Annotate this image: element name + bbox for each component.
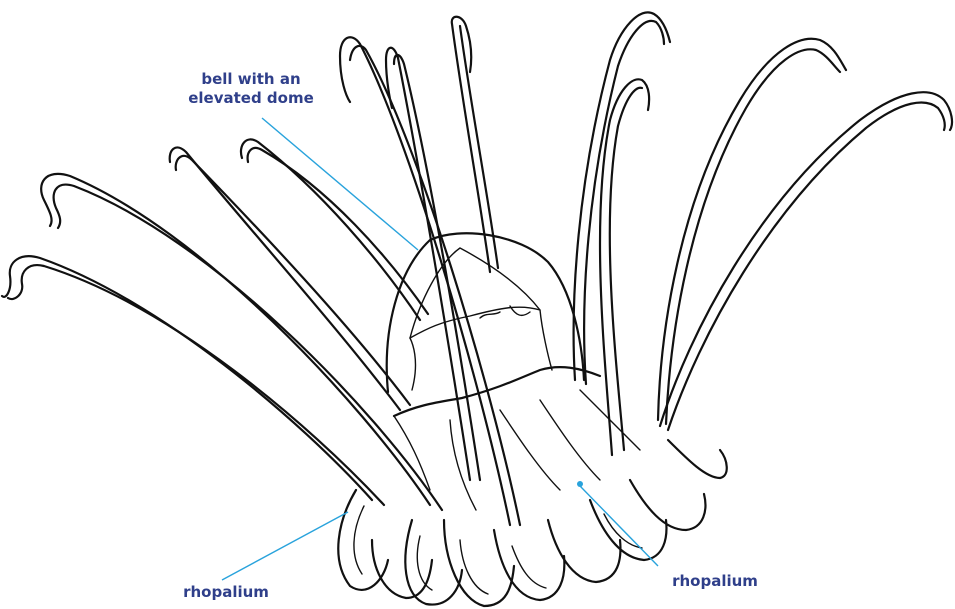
tentacle	[248, 148, 428, 314]
lappet-inner	[417, 536, 432, 590]
tentacle	[340, 37, 510, 525]
lappet-inner	[354, 506, 364, 574]
tentacle	[170, 147, 400, 410]
lappet-inner	[512, 546, 546, 588]
leader-lines	[222, 118, 658, 580]
lappet	[548, 520, 620, 582]
bell	[387, 233, 640, 510]
tentacle	[574, 12, 670, 380]
tentacle	[41, 174, 430, 505]
tentacle	[610, 88, 642, 450]
tentacle	[8, 265, 384, 505]
lappet	[405, 520, 462, 605]
tentacle	[584, 21, 664, 384]
label-rhopalium-right: rhopalium	[655, 572, 775, 591]
bell-band-line	[410, 338, 415, 390]
label-bell-line1: bell with an	[176, 70, 326, 89]
tentacle	[668, 103, 945, 430]
lappet	[372, 540, 432, 598]
lappet	[338, 490, 388, 590]
lappet-inner	[460, 540, 488, 594]
label-bell-line2: elevated dome	[176, 89, 326, 108]
dome-upper	[410, 248, 540, 338]
tentacle	[460, 26, 498, 268]
tentacle	[600, 79, 649, 455]
lappet	[668, 440, 727, 478]
bell-fold	[540, 400, 600, 480]
leader-line-rhopalium-right	[580, 486, 658, 566]
leader-line-bell	[262, 118, 418, 250]
tentacle	[660, 92, 952, 426]
label-bell: bell with an elevated dome	[176, 70, 326, 108]
tentacle	[176, 156, 410, 405]
tentacles	[2, 12, 952, 525]
tentacle	[386, 48, 470, 480]
bell-band	[394, 367, 600, 416]
tentacle	[658, 39, 846, 420]
leader-line-rhopalium-left	[222, 512, 348, 580]
tentacle	[54, 185, 442, 510]
label-rhopalium-left: rhopalium	[166, 583, 286, 602]
rhopalium-marker	[577, 481, 583, 487]
lappet	[630, 480, 705, 530]
